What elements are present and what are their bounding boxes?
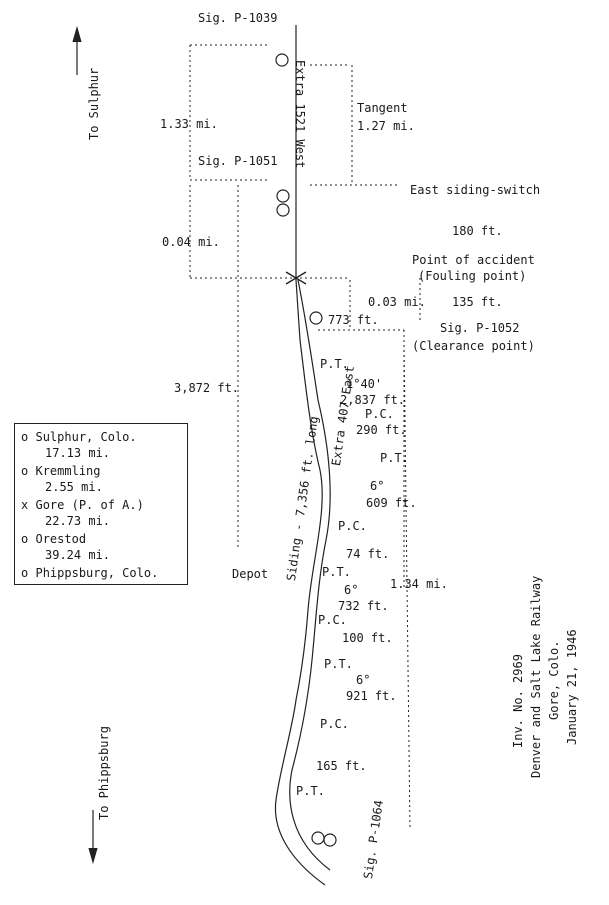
- distance-3872-ft: 3,872 ft.: [174, 381, 240, 395]
- legend-row-gore: Gore (P. of A.): [35, 498, 144, 512]
- curve-deg-7: 6°: [356, 673, 371, 687]
- distance-0-04-mi: 0.04 mi.: [162, 235, 220, 249]
- legend-row-sulphur: Sulphur, Colo.: [35, 430, 137, 444]
- curve-pt-3: P.T.: [380, 451, 409, 465]
- curve-deg-1: 1°40': [346, 377, 383, 391]
- tangent-value: 1.27 mi.: [357, 119, 415, 133]
- signal-p1052-icon: [309, 311, 323, 325]
- legend-row-dist-1: 17.13 mi.: [45, 446, 111, 460]
- arrowhead-down-icon: [88, 847, 98, 865]
- curve-pc-4: P.C.: [338, 519, 367, 533]
- curve-pt-5: P.T.: [322, 565, 351, 579]
- curve-len-5: 732 ft.: [338, 599, 389, 613]
- curve-len-7: 921 ft.: [346, 689, 397, 703]
- legend-row-kremmling: Kremmling: [35, 464, 101, 478]
- title-inv-no: Inv. No. 2969: [511, 654, 525, 748]
- signal-p1052-label: Sig. P-1052: [440, 321, 520, 335]
- curve-pt-7: P.T.: [324, 657, 353, 671]
- distance-180-ft: 180 ft.: [452, 224, 503, 238]
- distance-1-34-mi: 1.34 mi.: [390, 577, 448, 591]
- title-railway: Denver and Salt Lake Railway: [529, 575, 543, 778]
- curve-len-3: 609 ft.: [366, 496, 417, 510]
- curve-deg-3: 6°: [370, 479, 385, 493]
- curve-len-6: 100 ft.: [342, 631, 393, 645]
- curve-pc-6: P.C.: [318, 613, 347, 627]
- distance-0-03-mi: 0.03 mi.: [368, 295, 426, 309]
- tangent-label: Tangent: [357, 101, 408, 115]
- curve-len-8: 165 ft.: [316, 759, 367, 773]
- curve-len-1: 2,837 ft.: [340, 393, 406, 407]
- east-siding-switch-label: East siding-switch: [410, 183, 541, 197]
- curve-pc-8: P.C.: [320, 717, 349, 731]
- clearance-point-label: (Clearance point): [412, 339, 535, 353]
- siding-track-line: [289, 279, 331, 871]
- signal-p1039-label: Sig. P-1039: [198, 11, 278, 25]
- extra-1521-west-label: Extra 1521 West: [293, 60, 307, 169]
- signal-p1064-icon: [311, 831, 325, 845]
- curve-deg-5: 6°: [344, 583, 359, 597]
- fouling-point-label: (Fouling point): [418, 269, 527, 283]
- depot-label: Depot: [232, 567, 269, 581]
- legend-row-dist-2: 2.55 mi.: [45, 480, 103, 494]
- station-legend: o Sulphur, Colo. 17.13 mi. o Kremmling 2…: [14, 423, 188, 585]
- signal-p1051-label: Sig. P-1051: [198, 154, 278, 168]
- signal-p1051-icon: [276, 189, 290, 203]
- main-track-line: [274, 25, 326, 886]
- curve-pt-9: P.T.: [296, 784, 325, 798]
- legend-row-orestod: Orestod: [35, 532, 87, 546]
- distance-1-33-mi: 1.33 mi.: [160, 117, 218, 131]
- title-location: Gore, Colo.: [547, 640, 561, 720]
- point-of-accident-label: Point of accident: [412, 253, 535, 267]
- distance-773-ft: 773 ft.: [328, 313, 379, 327]
- signal-p1039-icon: [275, 53, 289, 67]
- distance-135-ft: 135 ft.: [452, 295, 503, 309]
- legend-row-phippsburg: Phippsburg, Colo.: [35, 566, 159, 580]
- curve-len-4: 74 ft.: [346, 547, 390, 561]
- curve-pt-1: P.T.: [320, 357, 349, 371]
- curve-len-2: 290 ft.: [356, 423, 407, 437]
- arrowhead-up-icon: [72, 25, 82, 43]
- curve-pc-2: P.C.: [365, 407, 394, 421]
- legend-row-dist-3: 22.73 mi.: [45, 514, 111, 528]
- accident-marker-icon: [285, 271, 307, 285]
- legend-row-dist-4: 39.24 mi.: [45, 548, 111, 562]
- title-date: January 21, 1946: [565, 629, 579, 745]
- to-phippsburg-label: To Phippsburg: [97, 726, 111, 820]
- to-sulphur-label: To Sulphur: [87, 67, 101, 140]
